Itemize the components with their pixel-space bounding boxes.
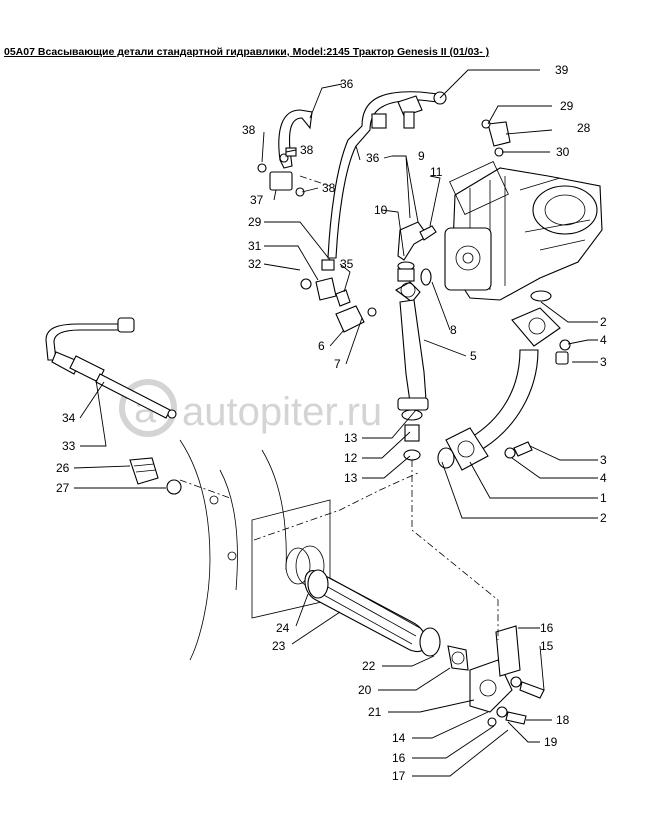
callout-29-left: 29 — [248, 215, 262, 229]
callout-16-top: 16 — [540, 621, 554, 635]
callout-13-top: 13 — [344, 431, 358, 445]
callout-2-top: 2 — [600, 315, 607, 329]
watermark: a autopiter.ru — [119, 379, 382, 437]
callout-18: 18 — [556, 713, 570, 727]
o-ring-7 — [367, 307, 377, 317]
fittings-mid-left — [300, 259, 377, 333]
callout-12: 12 — [344, 451, 358, 465]
callout-4-top: 4 — [600, 333, 607, 347]
suction-pipe-curved — [445, 307, 561, 471]
leader-lines — [73, 69, 598, 777]
washer-4-bottom — [504, 447, 516, 459]
callout-14: 14 — [392, 731, 406, 745]
elbow-10 — [397, 221, 429, 261]
suction-pipe-vertical — [395, 281, 429, 411]
bolt-3-bottom — [513, 441, 533, 457]
callout-28: 28 — [577, 121, 591, 135]
washer-16-bottom — [487, 717, 497, 727]
callout-4-bottom: 4 — [600, 471, 607, 485]
bolts — [504, 339, 571, 459]
callout-21: 21 — [368, 705, 382, 719]
callout-17: 17 — [392, 769, 406, 783]
callout-13-bottom: 13 — [344, 471, 358, 485]
banjo-36 — [371, 113, 387, 129]
lower-valve-assembly — [469, 625, 545, 727]
callout-38-left: 38 — [242, 123, 256, 137]
callout-27: 27 — [56, 481, 70, 495]
bolt-3-top — [555, 351, 569, 365]
hydraulic-pump — [444, 161, 603, 301]
tee-fitting-37 — [257, 147, 305, 197]
suction-filter — [304, 569, 469, 671]
bolt-18 — [505, 711, 527, 725]
callout-20: 20 — [358, 683, 372, 697]
callout-23: 23 — [272, 639, 286, 653]
callout-24: 24 — [276, 621, 290, 635]
callout-29-top: 29 — [560, 99, 574, 113]
strainer-6 — [335, 305, 365, 333]
assembly-centerlines — [179, 175, 499, 640]
callout-36-top: 36 — [340, 77, 354, 91]
callout-22: 22 — [362, 659, 376, 673]
callout-6: 6 — [318, 339, 325, 353]
callout-15: 15 — [540, 639, 554, 653]
callout-3-top: 3 — [600, 355, 607, 369]
callout-37: 37 — [250, 193, 264, 207]
o-rings — [166, 268, 552, 495]
o-ring-22 — [419, 627, 441, 657]
callout-3-bottom: 3 — [600, 453, 607, 467]
callout-26: 26 — [56, 461, 70, 475]
page-title: 05A07 Всасывающие детали стандартной гид… — [4, 46, 490, 58]
callout-39: 39 — [555, 63, 569, 77]
bracket-14 — [495, 625, 521, 677]
callout-34: 34 — [62, 411, 76, 425]
callout-33: 33 — [62, 439, 76, 453]
callout-1: 1 — [600, 491, 607, 505]
callout-38-mid: 38 — [300, 143, 314, 157]
callout-32: 32 — [248, 257, 262, 271]
callout-36-mid: 36 — [366, 151, 380, 165]
upper-fittings — [278, 91, 511, 282]
callout-31: 31 — [248, 239, 262, 253]
callout-5: 5 — [470, 349, 477, 363]
adapter-20 — [447, 645, 469, 671]
bolt-15 — [519, 681, 545, 699]
hose-assembly — [45, 317, 177, 419]
callout-9: 9 — [418, 149, 425, 163]
callout-16-bottom: 16 — [392, 751, 406, 765]
fitting-11 — [419, 225, 437, 241]
o-ring-8 — [420, 268, 432, 286]
housing-outline — [179, 439, 331, 661]
callout-35: 35 — [340, 257, 354, 271]
fitting-12 — [404, 424, 420, 442]
callout-7: 7 — [334, 357, 341, 371]
callout-10: 10 — [374, 203, 388, 217]
callout-38-right: 38 — [322, 181, 336, 195]
callout-2-bottom: 2 — [600, 511, 607, 525]
o-ring-2-top — [530, 290, 552, 302]
washer-29-top — [481, 119, 491, 129]
callout-8: 8 — [450, 323, 457, 337]
callout-19: 19 — [544, 735, 558, 749]
callout-30: 30 — [556, 145, 570, 159]
o-ring-24 — [307, 569, 329, 599]
o-ring-2-bottom — [437, 447, 455, 469]
callout-labels: 39 36 29 28 38 38 30 36 9 37 38 11 10 29… — [56, 63, 607, 783]
watermark-text: autopiter.ru — [182, 390, 382, 434]
callout-11: 11 — [430, 165, 443, 179]
elbow-28 — [487, 121, 511, 147]
o-ring-27 — [166, 479, 182, 495]
washer-30 — [494, 147, 504, 157]
